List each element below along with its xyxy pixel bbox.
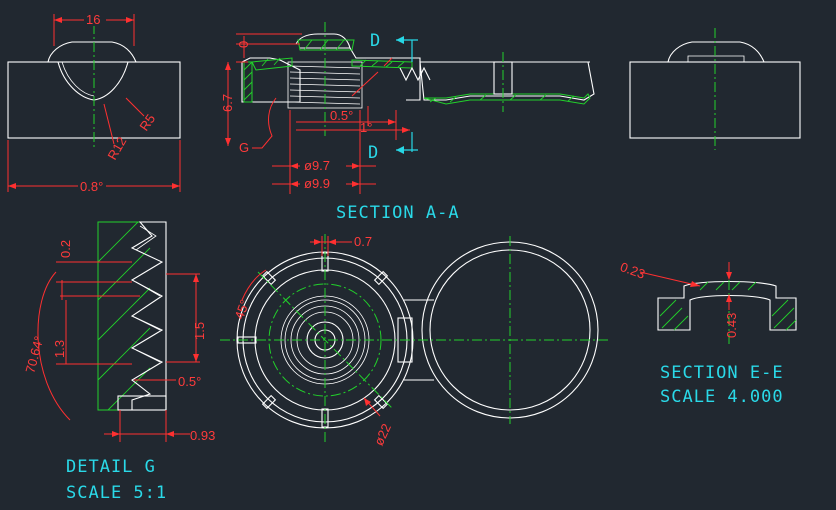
dim-1-5: 1.5: [192, 322, 207, 340]
section-marker-d-top: D: [370, 31, 381, 51]
dim-dia-22: ø22: [371, 421, 394, 448]
dim-0-8-deg: 0.8°: [80, 179, 103, 194]
dim-dia-9-9: ø9.9: [304, 176, 330, 191]
dim-45-deg: 45°: [232, 298, 253, 322]
front-view-cap-top: [47, 41, 137, 63]
detail-g-tag: G: [239, 140, 249, 155]
dim-0-5-deg: 0.5°: [330, 108, 353, 123]
top-view: 0.7 45° ø22: [220, 234, 610, 448]
detail-g-scale: SCALE 5:1: [66, 483, 167, 503]
section-ee-title: SECTION E-E: [660, 363, 784, 383]
detail-g-title: DETAIL G: [66, 457, 156, 477]
dim-0-7: 0.7: [354, 234, 372, 249]
dim-6-7: 6.7: [220, 94, 235, 112]
dim-dia-9-7: ø9.7: [304, 158, 330, 173]
section-ee-scale: SCALE 4.000: [660, 387, 784, 407]
section-e-e-view: 0.23 0.43 SECTION E-E SCALE 4.000: [618, 259, 797, 407]
side-view: [629, 28, 801, 150]
front-view-cup: [57, 61, 129, 101]
dim-r5: R5: [136, 111, 158, 133]
dim-0-5-deg-g: 0.5°: [178, 374, 201, 389]
dim-0-43: 0.43: [724, 313, 739, 338]
front-view: 16 R5 R12 0.8°: [7, 12, 181, 194]
section-marker-d-bottom: D: [368, 143, 379, 163]
dim-1-3: 1.3: [52, 340, 67, 358]
section-a-a-view: 6.7 0 G 0.5° 1° ø9.7 ø9.9 D: [220, 22, 595, 223]
dim-0-2: 0.2: [58, 240, 73, 258]
section-aa-title: SECTION A-A: [336, 203, 460, 223]
detail-g-view: 0.2 1.3 1.5 70.64° 0.5° 0.93 DETAIL G SC…: [22, 221, 215, 503]
dim-1-deg: 1°: [360, 120, 372, 135]
dim-0-23: 0.23: [618, 259, 647, 282]
dim-0-93: 0.93: [190, 428, 215, 443]
dim-16: 16: [86, 12, 100, 27]
dim-70-64-deg: 70.64°: [22, 334, 46, 374]
